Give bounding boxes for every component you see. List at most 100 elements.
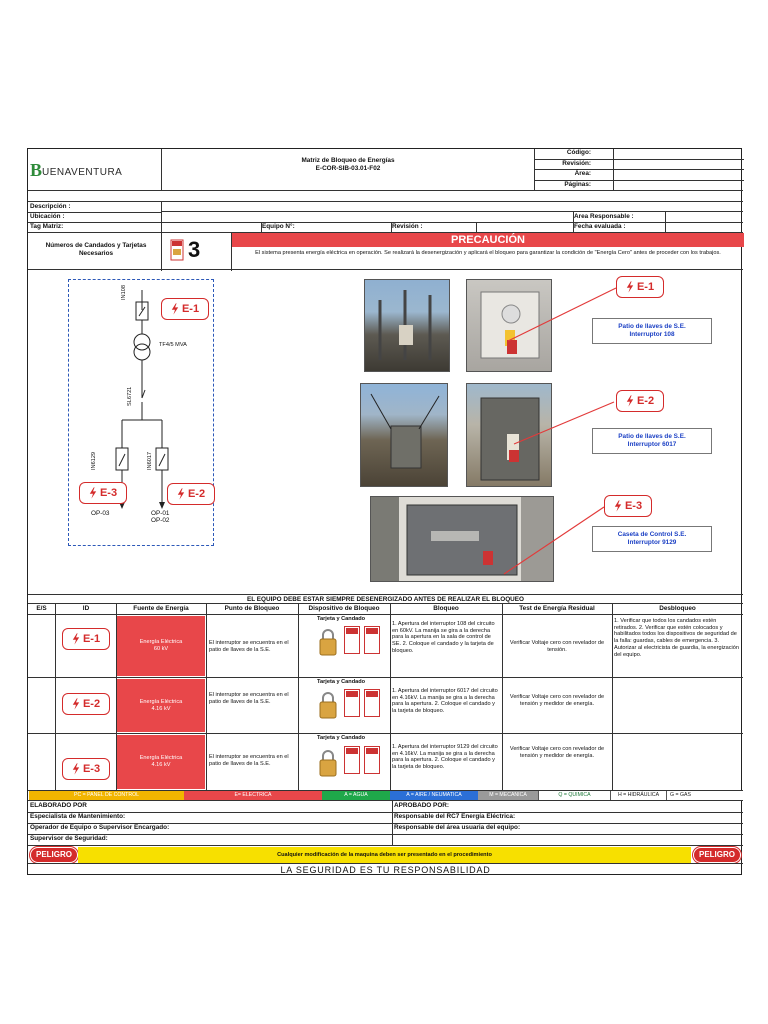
label-in6129: IN6129 — [91, 451, 97, 470]
label-transformer: TF4/5 MVA — [159, 342, 187, 348]
desbloqueo-steps: 1. Verificar que todos los candados esté… — [614, 618, 739, 658]
callout-label-e1: Patio de llaves de S.E.Interruptor 108 — [592, 318, 712, 344]
legend-electrica: E= ELECTRICA — [184, 791, 322, 800]
diagram-tag-e1[interactable]: E-1 — [161, 298, 209, 320]
col-bloqueo: Bloqueo — [433, 605, 459, 612]
equipo-label: Equipo N°: — [262, 223, 295, 230]
tag-matriz-value[interactable] — [161, 222, 261, 233]
precaucion-text: El sistema presenta energía eléctrica en… — [255, 250, 721, 256]
precaucion-box: PRECAUCIÓN El sistema presenta energía e… — [231, 233, 744, 271]
callout-arrows — [503, 287, 617, 575]
candados-count: 3 — [188, 237, 201, 262]
revision-info-label: Revisión : — [392, 223, 423, 230]
lock-tag-icon — [170, 239, 184, 261]
operador-label: Operador de Equipo o Supervisor Encargad… — [30, 824, 170, 831]
lightning-icon — [89, 487, 97, 499]
label-in108: IN108 — [121, 285, 127, 300]
col-es: E/S — [36, 605, 47, 612]
logo-text: UENAVENTURA — [42, 166, 123, 178]
callout-tag-e1[interactable]: E-1 — [616, 276, 664, 298]
punto-bloqueo: El interruptor se encuentra en el patio … — [209, 754, 289, 767]
lockout-tag-icon — [364, 746, 380, 774]
aprobado-por: APROBADO POR: — [394, 802, 450, 809]
diagram-lines — [115, 290, 169, 509]
test-residual: Verificar Voltaje cero con revelador de … — [509, 640, 605, 653]
descripcion-value[interactable] — [161, 202, 743, 212]
area-label: Área: — [535, 170, 613, 181]
warning-row: Números de Candados y Tarjetas Necesario… — [28, 232, 744, 271]
col-test: Test de Energía Residual — [519, 605, 595, 612]
lightning-icon — [72, 763, 80, 775]
test-residual: Verificar Voltaje cero con revelador de … — [509, 746, 605, 759]
callout-label-e2: Patio de llaves de S.E.Interruptor 6017 — [592, 428, 712, 454]
footer-warning-row: PELIGRO Cualquier modificación de la maq… — [28, 845, 743, 864]
legend-aire: A = AIRE / NEUMATICA — [390, 791, 478, 800]
diagram-tag-e3[interactable]: E-3 — [79, 482, 127, 504]
company-logo: B UENAVENTURA — [30, 159, 156, 181]
supervisor-label: Supervisor de Seguridad: — [30, 835, 108, 842]
photo-substation-e1 — [364, 279, 450, 372]
test-residual: Verificar Voltaje cero con revelador de … — [509, 694, 605, 707]
table-header: E/S ID Fuente de Energía Punto de Bloque… — [28, 604, 743, 615]
lightning-icon — [626, 395, 634, 407]
modification-warning: Cualquier modificación de la maquina deb… — [78, 847, 691, 863]
row-tag-e3[interactable]: E-3 — [62, 758, 110, 780]
energy-legend: PC = PANEL DE CONTROL E= ELECTRICA A = A… — [28, 791, 743, 801]
col-id: ID — [82, 605, 90, 612]
row-tag-e1[interactable]: E-1 — [62, 628, 110, 650]
device-label: Tarjeta y Candado — [317, 679, 366, 685]
lockout-matrix-sheet: B UENAVENTURA Matriz de Bloqueo de Energ… — [27, 148, 744, 875]
lightning-icon — [177, 488, 185, 500]
area-responsable-label: Area Responsable : — [574, 213, 634, 220]
descripcion-label: Descripción : — [30, 203, 71, 210]
table-banner-text: EL EQUIPO DEBE ESTAR SIEMPRE DESENERGIZA… — [246, 596, 525, 603]
info-rows: Descripción : Ubicación : Area Responsab… — [28, 201, 743, 233]
label-op03: OP-03 — [91, 510, 110, 517]
row-tag-e2[interactable]: E-2 — [62, 693, 110, 715]
col-punto: Punto de Bloqueo — [224, 605, 280, 612]
ubicacion-label: Ubicación : — [30, 213, 65, 220]
codigo-label: Código: — [535, 149, 613, 160]
lockout-tag-icon — [364, 626, 380, 654]
area-responsable-value[interactable] — [665, 212, 743, 222]
col-fuente: Fuente de Energía — [133, 605, 189, 612]
especialista-label: Especialista de Mantenimiento: — [30, 813, 126, 820]
photo-breaker-108 — [466, 279, 552, 372]
tag-matriz-label: Tag Matriz: — [30, 223, 64, 230]
col-dispositivo: Dispositivo de Bloqueo — [308, 605, 380, 612]
bloqueo-steps: 1. Apertura del interruptor 6017 del cir… — [392, 688, 498, 715]
signatures: ELABORADO POR APROBADO POR: Especialista… — [28, 801, 743, 845]
lightning-icon — [614, 500, 622, 512]
callout-tag-e3[interactable]: E-3 — [604, 495, 652, 517]
paginas-label: Páginas: — [564, 180, 591, 188]
lightning-icon — [72, 698, 80, 710]
legend-panel-control: PC = PANEL DE CONTROL — [29, 791, 184, 800]
lockout-tag-icon — [344, 626, 360, 654]
padlock-icon — [319, 692, 337, 719]
padlock-icon — [319, 629, 337, 656]
single-line-diagram: IN108 TF4/5 MVA SL6721 IN6129 IN6017 OP-… — [68, 279, 215, 546]
col-desbloqueo: Desbloqueo — [659, 605, 696, 612]
document-code: E-COR-SIB-03.01-F02 — [315, 164, 381, 172]
ubicacion-value[interactable] — [161, 212, 573, 222]
legend-hidraulica: H = HIDRÁULICA — [610, 791, 666, 800]
punto-bloqueo: El interruptor se encuentra en el patio … — [209, 692, 289, 705]
callout-tag-e2[interactable]: E-2 — [616, 390, 664, 412]
label-op01: OP-01 — [151, 510, 170, 517]
document-title: Matriz de Bloqueo de Energías — [301, 157, 395, 164]
diagram-tag-e2[interactable]: E-2 — [167, 483, 215, 505]
legend-agua: A = AGUA — [322, 791, 390, 800]
punto-bloqueo: El interruptor se encuentra en el patio … — [209, 640, 289, 653]
peligro-badge-left: PELIGRO — [29, 846, 79, 864]
header: B UENAVENTURA Matriz de Bloqueo de Energ… — [28, 149, 744, 191]
label-in6017: IN6017 — [147, 451, 153, 470]
control-box: Código: Revisión: Área: Páginas: — [534, 149, 744, 191]
candados-box: 3 — [161, 233, 231, 271]
lockout-tag-icon — [344, 689, 360, 717]
